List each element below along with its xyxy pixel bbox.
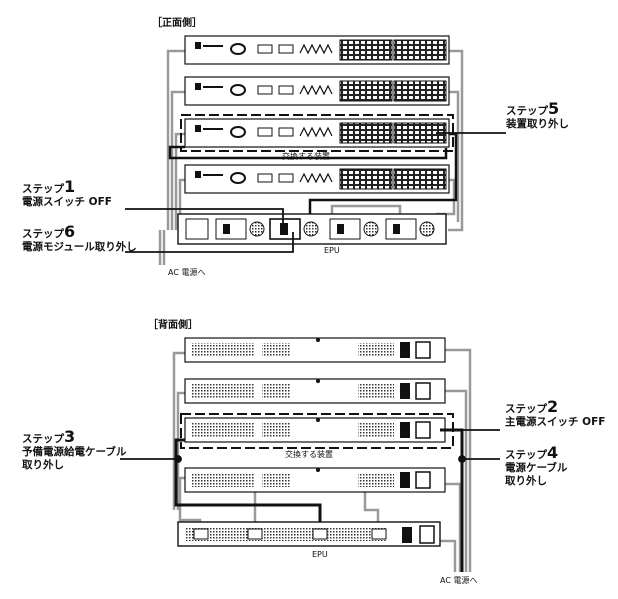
- step5-desc: 装置取り外し: [506, 118, 569, 130]
- rear-black-cable: [174, 438, 322, 530]
- rear-unit-1: [184, 337, 446, 363]
- rear-replace-label: 交換する装置: [285, 450, 333, 459]
- front-section-label: ［正面側］: [152, 18, 202, 29]
- front-unit-replace: [180, 114, 454, 152]
- step4-desc2: 取り外し: [505, 475, 547, 487]
- front-black-cable-2: [308, 132, 458, 222]
- step3-desc2: 取り外し: [22, 459, 64, 471]
- step2-label: ステップ2 主電源スイッチ OFF: [505, 397, 606, 429]
- front-unit-1: [184, 35, 450, 65]
- rear-unit-replace: [180, 413, 454, 449]
- step5-number: 5: [548, 99, 560, 118]
- front-black-cable: [168, 145, 448, 160]
- front-unit-2: [184, 76, 450, 106]
- step6-number: 6: [64, 222, 76, 241]
- step4-label: ステップ4 電源ケーブル 取り外し: [505, 443, 568, 488]
- rear-grey-cables: [172, 348, 472, 572]
- rear-ac-label: AC 電源へ: [440, 576, 478, 585]
- step3-number: 3: [64, 427, 76, 446]
- rear-epu: [177, 521, 441, 547]
- step3-desc: 予備電源給電ケーブル: [22, 446, 127, 458]
- step6-title: ステップ: [22, 228, 64, 240]
- step1-number: 1: [64, 177, 76, 196]
- front-view: [125, 35, 506, 265]
- step5-title: ステップ: [506, 105, 548, 117]
- step4-title: ステップ: [505, 449, 547, 461]
- front-epu-label: EPU: [324, 246, 340, 255]
- rear-section-label: ［背面側］: [148, 320, 198, 331]
- step5-label: ステップ5 装置取り外し: [506, 99, 569, 131]
- rear-black-cable-2: [440, 428, 464, 572]
- rear-leaders: [120, 429, 500, 463]
- step4-desc: 電源ケーブル: [505, 462, 568, 474]
- step2-desc: 主電源スイッチ OFF: [505, 416, 606, 428]
- step6-label: ステップ6 電源モジュール取り外し: [22, 222, 137, 254]
- step6-desc: 電源モジュール取り外し: [22, 241, 137, 253]
- step1-label: ステップ1 電源スイッチ OFF: [22, 177, 112, 209]
- front-ac-label: AC 電源へ: [168, 268, 206, 277]
- front-replace-label: 交換する装置: [282, 152, 330, 161]
- front-leaders: [125, 132, 506, 253]
- step3-title: ステップ: [22, 433, 64, 445]
- step4-number: 4: [547, 443, 559, 462]
- rear-unit-2: [184, 378, 446, 404]
- rear-epu-label: EPU: [312, 550, 328, 559]
- step1-title: ステップ: [22, 183, 64, 195]
- rear-view: [120, 337, 500, 572]
- step2-number: 2: [547, 397, 559, 416]
- step2-title: ステップ: [505, 403, 547, 415]
- front-unit-4: [184, 164, 450, 194]
- step3-label: ステップ3 予備電源給電ケーブル 取り外し: [22, 427, 127, 472]
- rear-unit-4: [184, 467, 446, 493]
- front-epu: [177, 213, 447, 245]
- step1-desc: 電源スイッチ OFF: [22, 196, 112, 208]
